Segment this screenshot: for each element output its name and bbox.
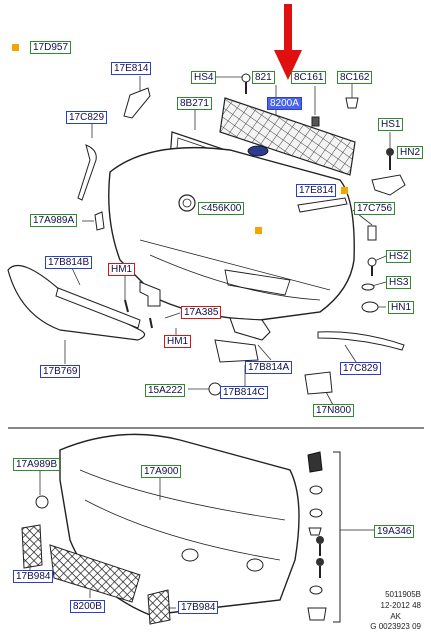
legend-marker-icon	[12, 44, 19, 51]
mesh-center-part	[49, 544, 141, 603]
screw-icon	[124, 299, 129, 313]
footer-code-1: 5011905B	[385, 590, 421, 599]
label-17B984-b[interactable]: 17B984	[178, 601, 219, 614]
clip-icon	[367, 225, 377, 241]
label-17B769[interactable]: 17B769	[40, 365, 81, 378]
ford-badge-icon	[247, 145, 269, 157]
moulding-left-part	[77, 144, 97, 201]
label-17B814C[interactable]: 17B814C	[220, 386, 268, 399]
label-17A385[interactable]: 17A385	[181, 306, 222, 319]
moulding-right-part	[317, 331, 405, 351]
bezel-part	[214, 339, 259, 363]
label-17B814A[interactable]: 17B814A	[245, 361, 293, 374]
footer-code-2: 12-2012 48	[380, 601, 421, 610]
label-HM1-b[interactable]: HM1	[164, 335, 192, 348]
label-15A222[interactable]: 15A222	[145, 384, 186, 397]
clip-icon	[311, 116, 320, 127]
label-17C829-a[interactable]: 17C829	[66, 111, 108, 124]
label-17B984-a[interactable]: 17B984	[13, 570, 54, 583]
label-17E814-b[interactable]: 17E814	[296, 184, 337, 197]
label-HS3[interactable]: HS3	[386, 276, 412, 289]
label-8200B[interactable]: 8200B	[70, 600, 105, 613]
mount-bracket-part	[371, 174, 406, 196]
label-17A900[interactable]: 17A900	[141, 465, 182, 478]
mesh-right-part	[147, 589, 171, 625]
tow-cap-part	[178, 194, 196, 212]
screw-icon	[241, 73, 251, 94]
mesh-left-part	[21, 524, 43, 569]
upper-grille-part	[219, 97, 356, 176]
bracket-part	[94, 211, 105, 231]
label-17D957[interactable]: 17D957	[30, 41, 72, 54]
label-8C162[interactable]: 8C162	[337, 71, 373, 84]
label-8C161[interactable]: 8C161	[291, 71, 327, 84]
label-HS1[interactable]: HS1	[378, 118, 404, 131]
bracket-part	[139, 281, 161, 307]
screw-icon	[367, 257, 377, 276]
label-456K00[interactable]: <456K00	[198, 202, 245, 215]
red-arrow-icon	[274, 4, 302, 80]
legend-marker-icon	[255, 227, 262, 234]
label-8200A-highlighted[interactable]: 8200A	[267, 97, 302, 110]
screw-icon	[386, 148, 394, 170]
strip-part	[55, 287, 141, 329]
label-19A346[interactable]: 19A346	[374, 525, 415, 538]
bracket-part	[304, 371, 333, 395]
label-17N800[interactable]: 17N800	[313, 404, 355, 417]
label-HS2[interactable]: HS2	[386, 250, 412, 263]
label-17C829-b[interactable]: 17C829	[340, 362, 382, 375]
fastener-column	[307, 451, 327, 621]
screw-icon	[149, 317, 153, 329]
label-HS4[interactable]: HS4	[191, 71, 217, 84]
footer-code-4: G 0023923 09	[370, 622, 421, 631]
label-17B814B[interactable]: 17B814B	[45, 256, 93, 269]
fog-bezel-part	[229, 317, 271, 341]
label-HM1-a[interactable]: HM1	[108, 263, 136, 276]
bracket-part	[297, 197, 348, 213]
front-bumper-part	[108, 146, 355, 321]
label-8212[interactable]: 821	[252, 71, 275, 84]
footer-code-3: AK	[390, 612, 401, 621]
washer-icon	[361, 283, 375, 291]
label-17A989B[interactable]: 17A989B	[13, 458, 61, 471]
label-17C756[interactable]: 17C756	[354, 202, 396, 215]
bracket-part	[123, 87, 151, 119]
clip-icon	[345, 97, 359, 109]
label-HN2[interactable]: HN2	[397, 146, 424, 159]
cap-icon	[35, 495, 49, 509]
label-HN1[interactable]: HN1	[388, 301, 415, 314]
label-17E814-a[interactable]: 17E814	[111, 62, 152, 75]
label-8B271[interactable]: 8B271	[177, 97, 212, 110]
nut-icon	[361, 301, 379, 313]
label-17A989A[interactable]: 17A989A	[30, 214, 78, 227]
legend-marker-icon	[341, 187, 348, 194]
